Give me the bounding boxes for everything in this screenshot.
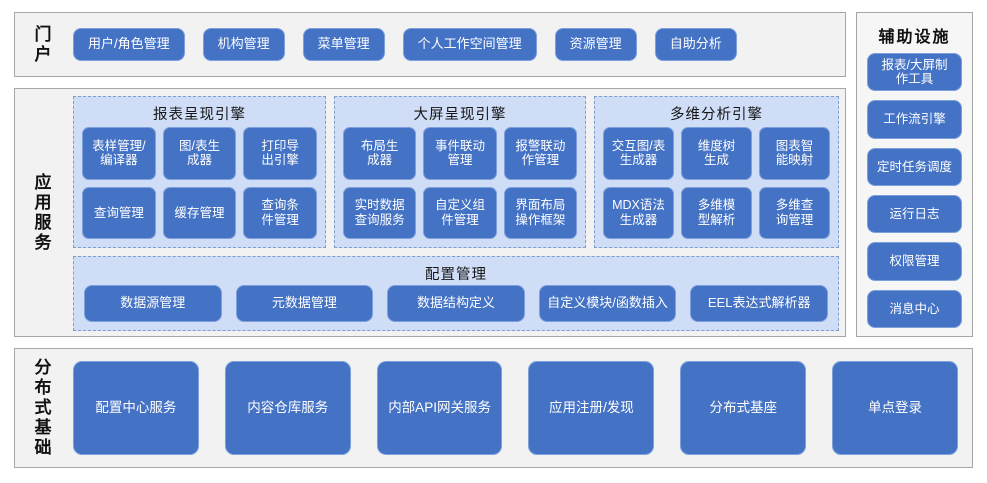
portal-node-user-role-management[interactable]: 用户/角色管理 — [73, 28, 185, 61]
node-cache-management[interactable]: 缓存管理 — [162, 186, 237, 239]
aux-node-runtime-log[interactable]: 运行日志 — [867, 194, 962, 234]
node-custom-component-management[interactable]: 自定义组 件管理 — [423, 186, 497, 239]
aux-node-scheduled-task-scheduler[interactable]: 定时任务调度 — [867, 147, 962, 186]
node-interactive-chart-table-generator[interactable]: 交互图/表 生成器 — [603, 127, 674, 180]
portal-section: 门户 用户/角色管理 机构管理 菜单管理 个人工作空间管理 资源管理 自助分析 — [14, 12, 846, 77]
group-multidimensional-analysis-engine: 多维分析引擎 交互图/表 生成器 维度树 生成 图表智 能映射 MDX语法 生成… — [594, 96, 839, 248]
distributed-infrastructure-band-label: 分布式基础 — [31, 358, 51, 458]
group-configuration-management: 配置管理 数据源管理 元数据管理 数据结构定义 自定义模块/函数插入 EEL表达… — [73, 256, 839, 331]
node-event-linkage-management[interactable]: 事件联动 管理 — [423, 127, 497, 180]
portal-node-personal-workspace-management[interactable]: 个人工作空间管理 — [402, 28, 537, 61]
node-data-structure-definition[interactable]: 数据结构定义 — [387, 285, 525, 322]
node-form-template-management-compiler[interactable]: 表样管理/ 编译器 — [82, 127, 156, 180]
portal-node-row: 用户/角色管理 机构管理 菜单管理 个人工作空间管理 资源管理 自助分析 — [73, 13, 835, 76]
aux-node-report-bigscreen-authoring-tool[interactable]: 报表/大屏制 作工具 — [867, 53, 962, 92]
node-multidimensional-query-management[interactable]: 多维查 询管理 — [759, 186, 830, 239]
application-services-content: 报表呈现引擎 表样管理/ 编译器 图/表生 成器 打印导 出引擎 查询管理 缓存… — [73, 96, 839, 331]
aux-node-permission-management[interactable]: 权限管理 — [867, 242, 962, 281]
portal-node-resource-management[interactable]: 资源管理 — [554, 28, 637, 61]
group-report-presentation-engine: 报表呈现引擎 表样管理/ 编译器 图/表生 成器 打印导 出引擎 查询管理 缓存… — [73, 96, 326, 248]
distributed-node-row: 配置中心服务 内容仓库服务 内部API网关服务 应用注册/发现 分布式基座 单点… — [73, 361, 958, 455]
group-title-configuration-management: 配置管理 — [425, 267, 487, 283]
node-multidimensional-model-parsing[interactable]: 多维模 型解析 — [681, 186, 752, 239]
node-datasource-management[interactable]: 数据源管理 — [84, 285, 222, 322]
portal-node-organization-management[interactable]: 机构管理 — [202, 28, 285, 61]
group-title-bigscreen-presentation-engine: 大屏呈现引擎 — [413, 107, 507, 123]
node-mdx-syntax-generator[interactable]: MDX语法 生成器 — [603, 186, 674, 239]
dist-node-configuration-center-service[interactable]: 配置中心服务 — [73, 361, 199, 455]
group-grid-configuration-management: 数据源管理 元数据管理 数据结构定义 自定义模块/函数插入 EEL表达式解析器 — [84, 285, 828, 322]
portal-node-self-service-analysis[interactable]: 自助分析 — [654, 28, 737, 61]
group-title-multidimensional-analysis-engine: 多维分析引擎 — [670, 107, 763, 123]
node-chart-table-generator[interactable]: 图/表生 成器 — [162, 127, 237, 180]
node-dimension-tree-generation[interactable]: 维度树 生成 — [681, 127, 752, 180]
portal-band-label: 门户 — [31, 24, 51, 65]
dist-node-app-registration-discovery[interactable]: 应用注册/发现 — [528, 361, 655, 455]
node-eel-expression-parser[interactable]: EEL表达式解析器 — [690, 285, 828, 322]
node-realtime-data-query-service[interactable]: 实时数据 查询服务 — [343, 186, 417, 239]
group-bigscreen-presentation-engine: 大屏呈现引擎 布局生 成器 事件联动 管理 报警联动 作管理 实时数据 查询服务… — [334, 96, 586, 248]
aux-node-message-center[interactable]: 消息中心 — [867, 289, 962, 328]
node-layout-generator[interactable]: 布局生 成器 — [343, 127, 417, 180]
dist-node-distributed-base[interactable]: 分布式基座 — [680, 361, 807, 455]
auxiliary-facilities-list: 报表/大屏制 作工具 工作流引擎 定时任务调度 运行日志 权限管理 消息中心 — [867, 53, 962, 328]
auxiliary-facilities-title: 辅助设施 — [878, 29, 951, 46]
portal-node-menu-management[interactable]: 菜单管理 — [302, 28, 385, 61]
node-print-export-engine[interactable]: 打印导 出引擎 — [243, 127, 317, 180]
group-grid-bigscreen-presentation-engine: 布局生 成器 事件联动 管理 报警联动 作管理 实时数据 查询服务 自定义组 件… — [343, 127, 577, 239]
auxiliary-facilities-section: 辅助设施 报表/大屏制 作工具 工作流引擎 定时任务调度 运行日志 权限管理 消… — [856, 12, 973, 337]
dist-node-content-repository-service[interactable]: 内容仓库服务 — [224, 361, 351, 455]
dist-node-internal-api-gateway-service[interactable]: 内部API网关服务 — [376, 361, 503, 455]
application-services-band-label: 应用服务 — [31, 172, 51, 253]
node-query-management[interactable]: 查询管理 — [82, 186, 156, 239]
dist-node-single-sign-on[interactable]: 单点登录 — [832, 361, 958, 455]
group-title-report-presentation-engine: 报表呈现引擎 — [153, 107, 246, 123]
node-custom-module-function-insertion[interactable]: 自定义模块/函数插入 — [538, 285, 677, 322]
node-query-condition-management[interactable]: 查询条 件管理 — [243, 186, 317, 239]
node-metadata-management[interactable]: 元数据管理 — [235, 285, 374, 322]
node-ui-layout-operation-framework[interactable]: 界面布局 操作框架 — [503, 186, 577, 239]
aux-node-workflow-engine[interactable]: 工作流引擎 — [867, 100, 962, 139]
node-alarm-linkage-action-management[interactable]: 报警联动 作管理 — [503, 127, 577, 180]
node-chart-intelligent-mapping[interactable]: 图表智 能映射 — [759, 127, 830, 180]
application-services-section: 应用服务 报表呈现引擎 表样管理/ 编译器 图/表生 成器 打印导 出引擎 查询… — [14, 88, 846, 337]
distributed-infrastructure-section: 分布式基础 配置中心服务 内容仓库服务 内部API网关服务 应用注册/发现 分布… — [14, 348, 973, 468]
group-grid-report-presentation-engine: 表样管理/ 编译器 图/表生 成器 打印导 出引擎 查询管理 缓存管理 查询条 … — [82, 127, 317, 239]
group-grid-multidimensional-analysis-engine: 交互图/表 生成器 维度树 生成 图表智 能映射 MDX语法 生成器 多维模 型… — [603, 127, 830, 239]
